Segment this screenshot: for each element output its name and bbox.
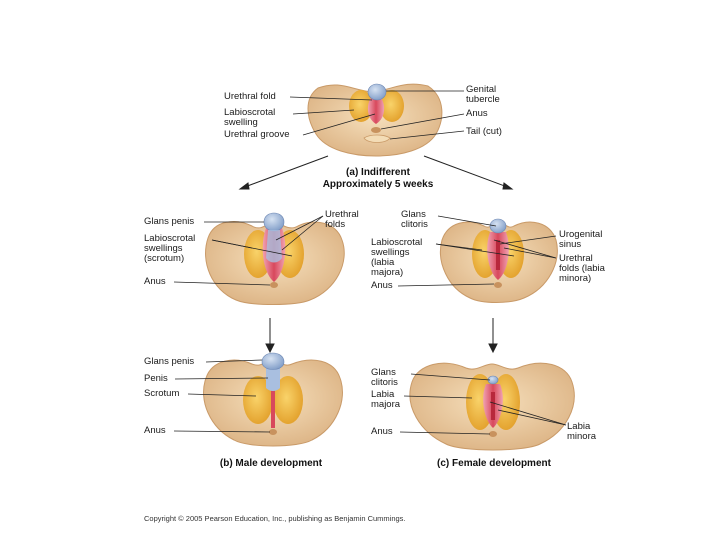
label-fm-urogenital-sinus: Urogenital sinus: [559, 229, 603, 250]
leader-c-labia-majora: [403, 395, 473, 399]
label-mm-anus: Anus: [144, 276, 166, 287]
panel-a-genital-tubercle: [367, 83, 387, 101]
panel-b-illustration: [203, 352, 343, 447]
label-a-urethral-groove: Urethral groove: [224, 129, 290, 140]
caption-a-title: (a) Indifferent: [346, 167, 410, 178]
label-b-glans-penis: Glans penis: [144, 356, 195, 367]
leader-fm-glans: [437, 215, 497, 227]
leader-b-glans: [205, 359, 263, 363]
leader-mm-folds1: [275, 215, 324, 241]
leader-b-anus: [173, 430, 271, 433]
caption-b: (b) Male development: [219, 458, 323, 469]
female-mid-glans: [489, 218, 507, 234]
label-c-glans-clitoris: Glans clitoris: [371, 367, 398, 388]
leader-c-glans: [410, 373, 491, 381]
male-raphe: [271, 380, 275, 428]
arrows: [238, 155, 514, 354]
male-scrotum-left: [243, 376, 273, 424]
leader-b-penis: [174, 377, 269, 380]
label-c-labia-minora: Labia minora: [567, 421, 597, 442]
label-mm-urethral-folds: Urethral folds: [325, 209, 359, 230]
leader-mm-folds2: [281, 215, 324, 251]
panel-a-illustration: [307, 83, 443, 157]
male-mid-anus: [270, 282, 278, 288]
leader-lines: [173, 90, 567, 435]
female-anus: [489, 431, 497, 437]
label-mm-labioscrotal: Labioscrotal swellings (scrotum): [144, 233, 196, 264]
arrow-to-male: [241, 155, 329, 189]
label-fm-labioscrotal: Labioscrotal swellings (labia majora): [371, 237, 423, 278]
leader-a-labioscrotal: [292, 109, 355, 115]
male-mid-glans: [263, 212, 285, 232]
label-c-labia-majora: Labia majora: [371, 389, 401, 410]
leader-fm-labio2: [435, 243, 515, 257]
label-c-anus: Anus: [371, 426, 393, 437]
leader-fm-anus: [397, 283, 495, 287]
label-mm-glans-penis: Glans penis: [144, 216, 195, 227]
female-mid-anus: [494, 282, 502, 288]
caption-c: (c) Female development: [437, 458, 551, 469]
label-a-labioscrotal-swelling: Labioscrotal swelling: [224, 107, 276, 128]
leader-c-minora2: [497, 409, 567, 426]
label-fm-urethral-folds: Urethral folds (labia minora): [559, 253, 605, 284]
caption-a-subtitle: Approximately 5 weeks: [322, 179, 434, 190]
panel-c-illustration: [409, 362, 575, 451]
arrow-to-male-head: [238, 182, 250, 190]
label-b-scrotum: Scrotum: [144, 388, 180, 399]
label-a-urethral-fold: Urethral fold: [224, 91, 276, 102]
label-fm-anus: Anus: [371, 280, 393, 291]
leader-mm-anus: [173, 281, 271, 286]
leader-c-anus: [399, 431, 491, 435]
panel-a-anus: [371, 127, 381, 133]
label-b-penis: Penis: [144, 373, 168, 384]
leader-fm-folds2: [503, 247, 557, 259]
label-a-genital-tubercle: Genital tubercle: [466, 84, 500, 105]
male-penis: [266, 368, 280, 391]
label-b-anus: Anus: [144, 425, 166, 436]
leader-a-urethral-groove: [302, 113, 376, 136]
panel-a-swelling-right: [380, 90, 404, 122]
leader-fm-sinus: [499, 235, 557, 245]
panel-a-swelling-left: [349, 90, 373, 122]
arrow-female-down-head: [488, 343, 498, 354]
panel-a-urethral-fold: [367, 96, 385, 124]
leader-b-scrotum: [187, 393, 257, 397]
leader-a-urethral-fold: [289, 96, 373, 101]
panel-female-mid-illustration: [440, 218, 558, 303]
leader-fm-folds1: [493, 239, 557, 259]
copyright-text: Copyright © 2005 Pearson Education, Inc.…: [144, 514, 406, 523]
panel-male-mid-illustration: [205, 212, 345, 305]
leader-c-minora1: [489, 401, 567, 426]
male-mid-shaft: [266, 230, 282, 263]
leader-a-tail: [389, 130, 465, 140]
male-scrotum-right: [273, 376, 303, 424]
arrow-to-female: [423, 155, 511, 189]
female-mid-sinus: [496, 240, 500, 270]
leader-mm-labio2: [211, 239, 293, 257]
male-anus: [269, 429, 277, 435]
arrow-to-female-head: [502, 182, 514, 190]
label-fm-glans-clitoris: Glans clitoris: [401, 209, 428, 230]
arrow-male-down-head: [265, 343, 275, 354]
panel-a-tail: [363, 134, 391, 143]
label-a-anus: Anus: [466, 108, 488, 119]
leader-a-anus: [380, 113, 465, 130]
label-a-tail: Tail (cut): [466, 126, 502, 137]
female-vestibule: [491, 392, 495, 420]
male-glans: [261, 352, 285, 370]
